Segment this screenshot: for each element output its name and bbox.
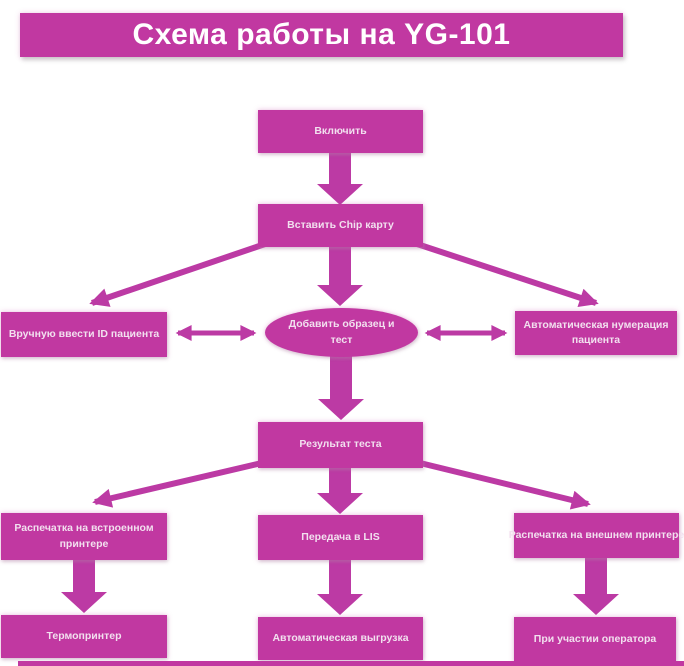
- node-external-printer-printout-label: Распечатка на внешнем принтере: [508, 528, 684, 541]
- arrow-chip-to-manual: [89, 240, 269, 307]
- node-external-printer-printout: Распечатка на внешнем принтере: [509, 513, 684, 558]
- node-lis-transfer-label: Передача в LIS: [301, 530, 380, 543]
- arrow-chip-to-autonum: [413, 240, 599, 308]
- node-auto-patient-numbering-label: Автоматическая нумерация пациента: [523, 318, 669, 346]
- node-auto-patient-numbering: Автоматическая нумерация пациента: [515, 311, 677, 355]
- node-test-result-label: Результат теста: [299, 438, 382, 451]
- node-add-sample-and-test-label: Добавить образец и тест: [288, 318, 395, 346]
- node-thermal-printer-label: Термопринтер: [46, 629, 122, 642]
- diagram-title: Схема работы на YG-101: [20, 13, 623, 57]
- node-insert-chip-card: Вставить Chip карту: [258, 204, 423, 247]
- diagram-title-text: Схема работы на YG-101: [132, 18, 511, 51]
- arrow-external-to-operator: [573, 558, 619, 615]
- node-add-sample-and-test: Добавить образец и тест: [265, 308, 418, 357]
- node-manual-patient-id: Вручную ввести ID пациента: [1, 312, 167, 357]
- arrow-result-to-lis: [317, 468, 363, 514]
- node-builtin-printer-printout: Распечатка на встроенном принтере: [1, 513, 167, 560]
- arrow-builtin-to-thermal: [61, 560, 107, 613]
- node-operator-assisted: При участии оператора: [514, 617, 676, 663]
- bottom-edge-strip: [18, 661, 684, 666]
- node-operator-assisted-label: При участии оператора: [533, 633, 657, 646]
- arrow-result-to-external: [415, 459, 591, 510]
- node-power-on-label: Включить: [314, 124, 367, 137]
- node-lis-transfer: Передача в LIS: [258, 515, 423, 560]
- node-builtin-printer-printout-label: Распечатка на встроенном принтере: [14, 522, 154, 550]
- arrow-lis-to-upload: [317, 560, 363, 615]
- node-thermal-printer: Термопринтер: [1, 615, 167, 658]
- arrow-result-to-builtin: [92, 459, 267, 508]
- node-insert-chip-card-label: Вставить Chip карту: [287, 218, 394, 231]
- node-test-result: Результат теста: [258, 422, 423, 468]
- node-power-on: Включить: [258, 110, 423, 153]
- arrow-sample-to-result: [318, 356, 364, 420]
- node-automatic-upload: Автоматическая выгрузка: [258, 617, 423, 660]
- node-manual-patient-id-label: Вручную ввести ID пациента: [8, 327, 160, 340]
- arrow-power-to-chip: [317, 153, 363, 205]
- node-automatic-upload-label: Автоматическая выгрузка: [272, 631, 409, 644]
- arrow-chip-to-sample: [317, 247, 363, 306]
